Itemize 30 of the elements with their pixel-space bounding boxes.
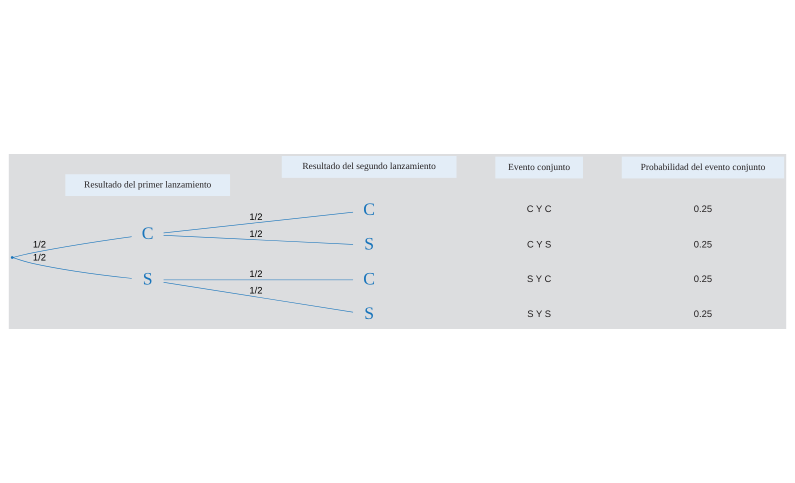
node-text: C xyxy=(363,268,376,288)
connector xyxy=(163,212,354,234)
edge-label: 1/2 xyxy=(249,284,262,296)
edge-label: 1/2 xyxy=(32,238,46,250)
node-text: S xyxy=(364,303,374,323)
node-point xyxy=(10,256,14,259)
connector xyxy=(163,235,354,245)
node-box: Resultado del primer lanzamiento xyxy=(65,174,230,196)
node-text: S xyxy=(142,268,153,288)
label: 0.25 xyxy=(694,273,712,284)
node-text: C xyxy=(363,198,376,219)
edge-label: 1/2 xyxy=(249,210,262,222)
connector xyxy=(12,236,132,258)
connector xyxy=(163,282,354,312)
node-box: Evento conjunto xyxy=(495,156,583,178)
label: S Y S xyxy=(527,308,552,319)
label: S Y C xyxy=(527,273,552,284)
label: 0.25 xyxy=(694,238,712,250)
connector xyxy=(12,257,132,279)
label: C Y S xyxy=(527,238,552,250)
edge-label: 1/2 xyxy=(249,268,262,279)
node-box: Resultado del segundo lanzamiento xyxy=(282,156,456,178)
label: 0.25 xyxy=(694,308,712,319)
node-text: C xyxy=(142,223,154,243)
edge-label: 1/2 xyxy=(249,228,262,239)
node-text: S xyxy=(364,234,374,254)
edge-label: 1/2 xyxy=(32,251,46,262)
label: C Y C xyxy=(526,203,552,214)
node-box: Probabilidad del evento conjunto xyxy=(622,156,784,178)
label: 0.25 xyxy=(694,203,712,214)
